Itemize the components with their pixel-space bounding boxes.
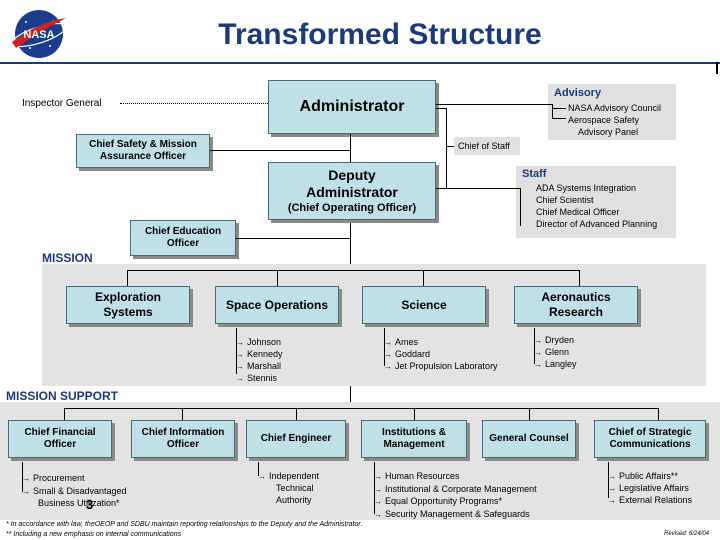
deputy-staff-connector	[436, 188, 520, 189]
chief-safety-box: Chief Safety & Mission Assurance Officer	[76, 134, 210, 168]
aero-center: Glenn	[534, 346, 569, 359]
space-ops-center: Stennis	[236, 372, 277, 385]
footnote: ** Including a new emphasis on internal …	[6, 531, 182, 538]
comm-item: Legislative Affairs	[608, 482, 689, 495]
chief-of-staff-bracket	[446, 108, 447, 188]
science-center: Ames	[384, 336, 418, 349]
mission-band	[42, 264, 706, 386]
advisory-panel	[548, 84, 676, 140]
staff-item: Chief Medical Officer	[536, 207, 620, 217]
space-operations-box: Space Operations	[215, 286, 339, 324]
support-drop	[658, 408, 659, 420]
support-drop	[414, 408, 415, 420]
staff-item: Chief Scientist	[536, 195, 594, 205]
cfo-item: Small & Disadvantaged	[22, 485, 127, 498]
chief-education-connector	[236, 238, 350, 239]
chief-engineer-box: Chief Engineer	[246, 420, 346, 458]
advisory-tick	[552, 118, 566, 119]
inst-item: Human Resources	[374, 470, 460, 483]
strategic-communications-box: Chief of Strategic Communications	[594, 420, 706, 458]
space-ops-center: Marshall	[236, 360, 281, 373]
admin-advisory-connector	[436, 104, 552, 105]
mission-drop	[127, 270, 128, 286]
aero-center: Dryden	[534, 334, 574, 347]
cio-box: Chief Information Officer	[131, 420, 235, 458]
staff-bracket	[520, 188, 521, 226]
footnote: * In accordance with law, theOEOP and SD…	[6, 521, 363, 528]
comm-item: Public Affairs**	[608, 470, 678, 483]
cfo-box: Chief Financial Officer	[8, 420, 112, 458]
general-counsel-box: General Counsel	[482, 420, 576, 458]
mission-drop	[579, 270, 580, 286]
inst-item: Equal Opportunity Programs*	[374, 495, 502, 508]
advisory-item: NASA Advisory Council	[568, 103, 662, 113]
science-box: Science	[362, 286, 486, 324]
chief-of-staff-panel	[454, 137, 520, 155]
chief-of-staff-label: Chief of Staff	[458, 141, 510, 151]
comm-item: External Relations	[608, 494, 692, 507]
mission-bus	[127, 270, 580, 271]
engineer-item-continued: Technical	[276, 483, 314, 493]
aero-center: Langley	[534, 358, 577, 371]
advisory-tick	[552, 108, 566, 109]
staff-item: Director of Advanced Planning	[536, 219, 658, 229]
page-number: 3	[86, 497, 94, 512]
corner-tick	[716, 62, 718, 74]
deputy-line: Deputy	[328, 166, 376, 183]
advisory-item: Advisory Panel	[578, 127, 639, 137]
chief-of-staff-tick	[446, 146, 454, 147]
institutions-management-box: Institutions & Management	[361, 420, 467, 458]
deputy-line: Administrator	[306, 184, 398, 201]
engineer-item: Independent	[258, 470, 319, 483]
svg-text:NASA: NASA	[23, 29, 54, 41]
science-center: Goddard	[384, 348, 430, 361]
staff-panel	[516, 166, 676, 238]
inspector-general-label: Inspector General	[22, 98, 102, 109]
science-center: Jet Propulsion Laboratory	[384, 360, 498, 373]
support-drop	[529, 408, 530, 420]
mission-support-label: MISSION SUPPORT	[6, 389, 119, 403]
space-ops-center: Johnson	[236, 336, 281, 349]
staff-title: Staff	[522, 168, 547, 180]
inspector-general-connector	[120, 103, 268, 104]
mission-drop	[277, 270, 278, 286]
administrator-box: Administrator	[268, 80, 436, 134]
support-drop	[182, 408, 183, 420]
inst-item: Security Management & Safeguards	[374, 508, 530, 521]
exploration-systems-box: Exploration Systems	[66, 286, 190, 324]
engineer-item-continued: Authority	[276, 495, 312, 505]
chief-safety-connector	[210, 150, 350, 151]
space-ops-center: Kennedy	[236, 348, 283, 361]
deputy-line: (Chief Operating Officer)	[287, 201, 417, 214]
inst-item: Institutional & Corporate Management	[374, 483, 537, 496]
revised-date: Revised: 6/24/04	[664, 531, 710, 537]
deputy-administrator-box: Deputy Administrator (Chief Operating Of…	[268, 162, 436, 220]
support-bus	[64, 408, 659, 409]
advisory-title: Advisory	[554, 87, 602, 99]
mission-drop	[423, 270, 424, 286]
page-title: Transformed Structure	[218, 18, 542, 51]
nasa-logo: NASA	[8, 8, 70, 60]
aeronautics-research-box: Aeronautics Research	[514, 286, 638, 324]
cfo-item: Procurement	[22, 472, 85, 485]
engineer-bracket	[258, 462, 259, 476]
title-divider	[0, 62, 720, 64]
staff-item: ADA Systems Integration	[536, 183, 637, 193]
mission-label: MISSION	[42, 251, 93, 265]
chief-of-staff-tick	[436, 108, 446, 109]
support-drop	[296, 408, 297, 420]
chief-education-box: Chief Education Officer	[130, 220, 236, 256]
cfo-item-continued: Business Utilization*	[38, 498, 120, 508]
advisory-item: Aerospace Safety	[568, 115, 640, 125]
support-drop	[64, 408, 65, 420]
advisory-bracket	[552, 104, 553, 118]
